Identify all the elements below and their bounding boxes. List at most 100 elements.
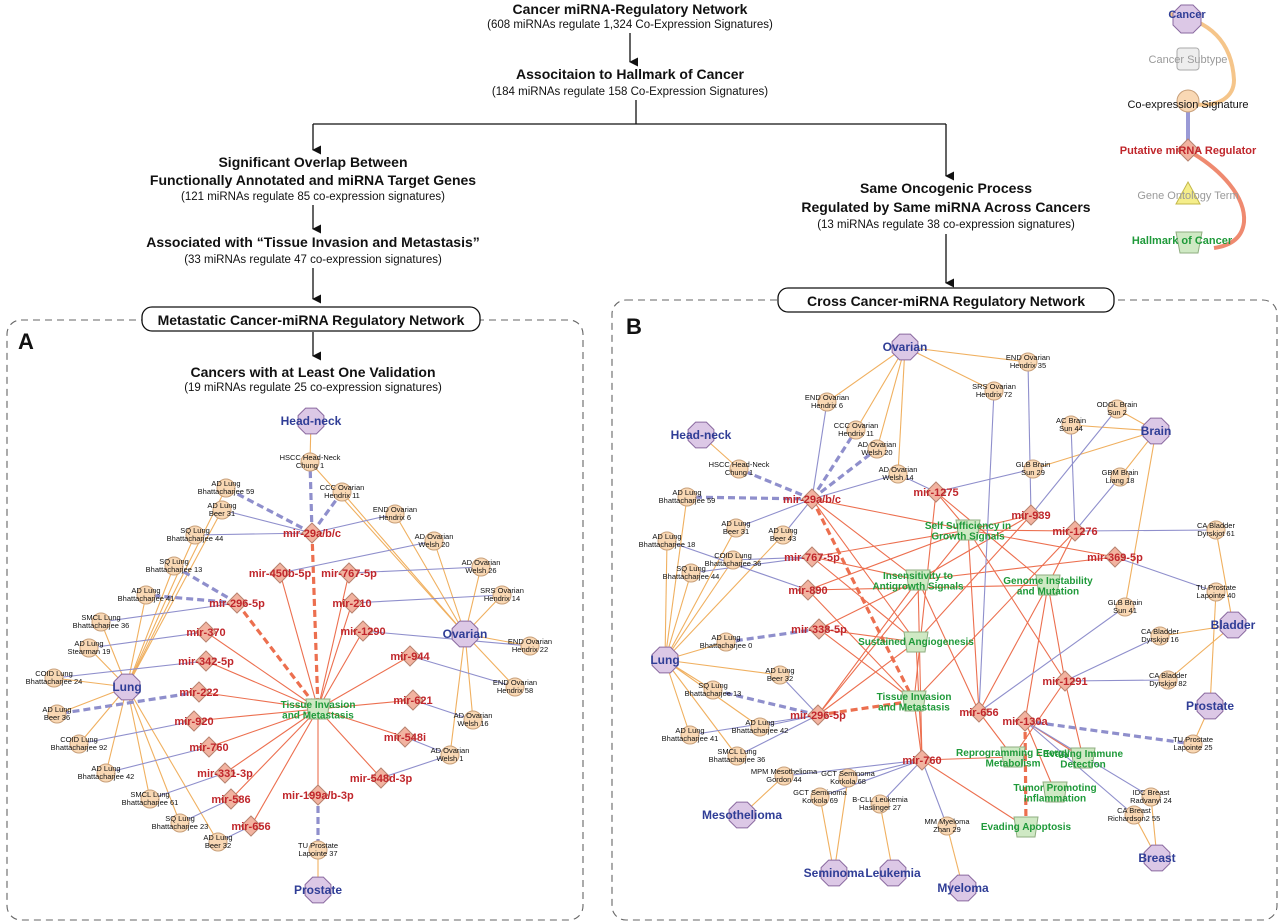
network-edge: [317, 699, 414, 710]
network-edge: [105, 686, 128, 774]
network-edge: [1030, 408, 1118, 516]
mirna-node-mir-296-5p: [226, 592, 248, 614]
network-edge: [818, 579, 919, 630]
network-edge: [279, 572, 319, 710]
panel-a-letter: A: [18, 329, 34, 354]
network-edge: [978, 584, 1049, 713]
network-edge: [738, 467, 813, 501]
signature-node-ad-lung-bhattacharjee-18: [657, 531, 677, 551]
network-edge: [917, 579, 980, 713]
cancer-label-lung: Lung: [112, 680, 141, 694]
network-edge: [88, 631, 207, 649]
mirna-label-mir-548i: mir-548i: [384, 732, 426, 744]
network-edge: [690, 556, 813, 574]
network-edge: [913, 530, 1076, 702]
mirna-node-mir-760: [198, 736, 220, 758]
network-edge: [1070, 424, 1157, 432]
network-edge: [198, 691, 319, 710]
network-edge: [149, 772, 226, 800]
signature-node-idc-breast-radvanyi-24: [1141, 787, 1161, 807]
signature-node-ad-ovarian-welsh-20: [867, 439, 887, 459]
network-a: Head-neckOvarianLungProstatemir-29a/b/cm…: [26, 407, 552, 904]
signature-node-ad-ovarian-welsh-26: [471, 557, 491, 577]
network-edge: [205, 631, 319, 710]
network-edge: [1064, 635, 1161, 682]
network-edge: [1064, 679, 1169, 682]
hallmark-node-evading-apoptosis: [1013, 816, 1039, 838]
network-edge: [732, 556, 813, 561]
network-edge: [317, 602, 353, 710]
network-edge: [712, 688, 819, 717]
network-edge: [194, 532, 313, 536]
signature-node-ca-bladder-dyrskjot-16: [1150, 626, 1170, 646]
cancer-node-myeloma: [949, 874, 977, 902]
network-edge: [1024, 584, 1049, 722]
flow-node-3-title-line1: Significant Overlap Between: [218, 154, 407, 170]
mirna-label-mir-342-5p: mir-342-5p: [178, 656, 234, 668]
signature-node-ad-lung-beer-31: [212, 500, 232, 520]
network-edge: [811, 498, 919, 581]
network-edge: [967, 529, 1116, 558]
mirna-label-mir-656: mir-656: [231, 821, 270, 833]
cancer-node-lung: [651, 646, 679, 674]
network-edge: [978, 390, 995, 713]
network-edge: [126, 509, 223, 688]
signature-node-srs-ovarian-hendrix-14: [492, 585, 512, 605]
flow-node-5-title-line1: Same Oncogenic Process: [860, 180, 1032, 196]
signature-node-ad-ovarian-welsh-16: [463, 710, 483, 730]
mirna-label-mir-199a-b-3p: mir-199a/b-3p: [282, 790, 354, 802]
signature-node-smcl-lung-bhattacharjee-36: [91, 612, 111, 632]
network-edge: [811, 498, 917, 643]
mirna-label-mir-369-5p: mir-369-5p: [1087, 552, 1143, 564]
panel-b-title: Cross Cancer-miRNA Regulatory Network: [807, 293, 1085, 309]
network-edge: [664, 659, 738, 757]
network-edge: [807, 589, 915, 702]
cancer-label-leukemia: Leukemia: [865, 866, 921, 880]
network-edge: [817, 579, 919, 716]
network-edge: [810, 498, 916, 702]
cancer-label-ovarian: Ovarian: [883, 340, 928, 354]
signature-node-tu-prostate-lapointe-37: [308, 840, 328, 860]
signature-node-hscc-head-neck-chung-1: [729, 459, 749, 479]
network-edge: [664, 559, 734, 661]
signature-node-end-ovarian-hendrix-6: [385, 504, 405, 524]
mirna-label-mir-331-3p: mir-331-3p: [197, 768, 253, 780]
network-edge: [811, 401, 828, 500]
mirna-node-mir-1291: [1054, 670, 1076, 692]
cancer-label-ovarian: Ovarian: [443, 627, 488, 641]
network-edge: [126, 686, 151, 800]
signature-node-ad-lung-bhattacharjee-59: [677, 487, 697, 507]
signature-node-smcl-lung-bhattacharjee-61: [140, 789, 160, 809]
network-edge: [433, 540, 466, 635]
cancer-label-lung: Lung: [650, 653, 679, 667]
network-edge: [967, 529, 980, 713]
signature-node-ac-brain-sun-44: [1061, 415, 1081, 435]
network-edge: [847, 759, 923, 779]
network-edge: [876, 346, 906, 450]
cancer-label-mesothelioma: Mesothelioma: [702, 808, 782, 822]
signature-node-srs-ovarian-hendrix-72: [984, 381, 1004, 401]
network-edge: [126, 487, 227, 688]
mirna-node-mir-342-5p: [195, 650, 217, 672]
network-edge: [230, 708, 319, 800]
flow-node-4-title: Associated with “Tissue Invasion and Met…: [146, 234, 480, 250]
legend-mirna: Putative miRNA Regulator: [1120, 145, 1257, 157]
network-edge: [811, 447, 878, 501]
network-edge: [917, 556, 1116, 581]
signature-node-gbm-brain-liang-18: [1110, 467, 1130, 487]
